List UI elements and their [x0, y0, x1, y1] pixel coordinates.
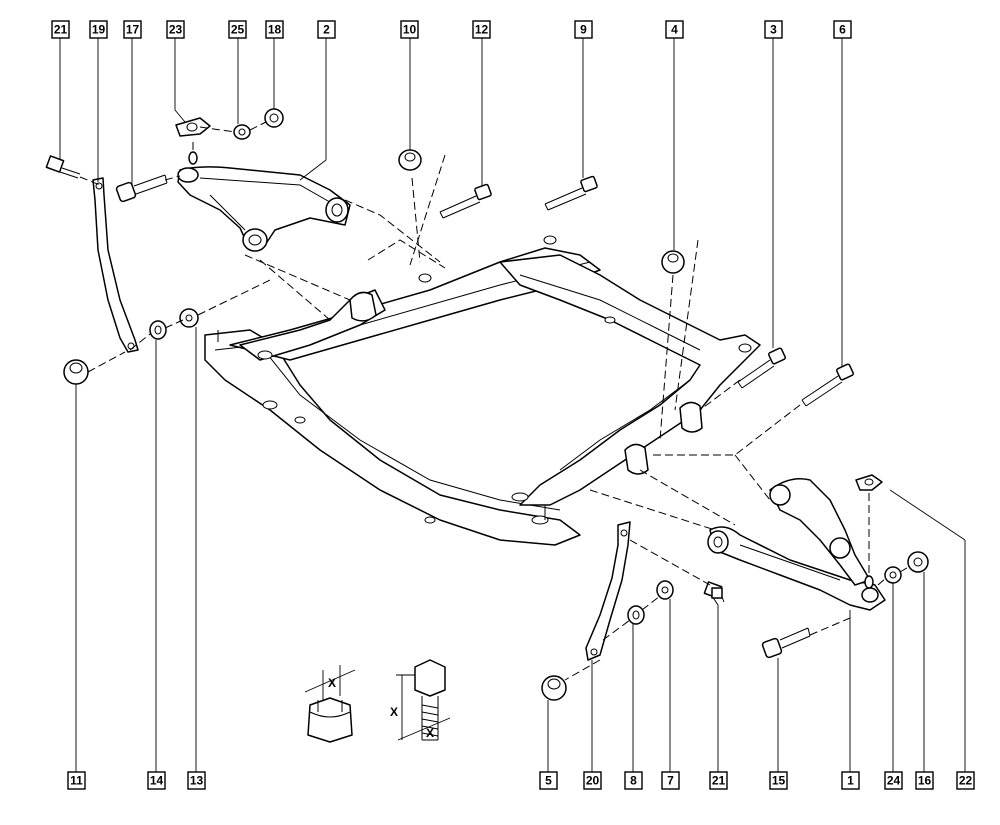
callout-15: 15	[769, 771, 788, 790]
callout-18: 18	[265, 20, 284, 39]
callout-6: 6	[833, 20, 852, 39]
svg-text:25: 25	[231, 23, 245, 37]
svg-text:14: 14	[150, 774, 164, 788]
callout-16: 16	[915, 771, 934, 790]
callout-13: 13	[187, 771, 206, 790]
bush-8	[627, 605, 645, 625]
svg-text:2: 2	[323, 23, 330, 37]
svg-text:8: 8	[630, 774, 637, 788]
svg-text:15: 15	[772, 774, 786, 788]
bolt-3	[737, 347, 786, 389]
washer-24	[884, 566, 902, 584]
callout-9: 9	[574, 20, 593, 39]
callout-11: 11	[67, 771, 86, 790]
bolt-12	[439, 183, 492, 219]
bolt-6	[801, 363, 854, 407]
svg-text:16: 16	[918, 774, 932, 788]
front-subframe	[204, 235, 761, 546]
right-lower-arm	[707, 478, 886, 611]
nut-18	[264, 108, 284, 128]
nut-4	[661, 250, 685, 274]
svg-text:6: 6	[839, 23, 846, 37]
fastener-22	[855, 474, 883, 491]
callout-1: 1	[841, 771, 860, 790]
callout-17: 17	[123, 20, 142, 39]
nut-10	[398, 149, 422, 171]
callout-12: 12	[472, 20, 491, 39]
svg-text:19: 19	[92, 23, 106, 37]
svg-text:4: 4	[671, 23, 678, 37]
dimension-label-bolt-diameter: X	[426, 726, 434, 740]
svg-text:3: 3	[770, 23, 777, 37]
leader-lines	[59, 38, 966, 772]
right-tie-bar	[585, 521, 631, 661]
callout-5: 5	[539, 771, 558, 790]
callout-4: 4	[665, 20, 684, 39]
nut-16	[907, 551, 929, 573]
dimension-label-nut: X	[328, 676, 336, 690]
svg-text:23: 23	[169, 23, 183, 37]
svg-text:22: 22	[959, 774, 973, 788]
callout-20: 20	[583, 771, 602, 790]
callout-21-top: 21	[51, 20, 70, 39]
callout-23: 23	[166, 20, 185, 39]
callout-10: 10	[400, 20, 419, 39]
washer-13	[179, 308, 199, 328]
bolt-15	[761, 627, 811, 659]
nut-11	[63, 359, 89, 385]
assembly-lines	[79, 121, 911, 681]
bolt-9	[544, 175, 598, 211]
svg-text:18: 18	[268, 23, 282, 37]
callout-7: 7	[661, 771, 680, 790]
bush-14	[149, 320, 167, 340]
washer-7	[656, 580, 674, 600]
svg-text:7: 7	[667, 774, 674, 788]
svg-text:21: 21	[712, 774, 726, 788]
dimension-label-bolt-length: X	[390, 705, 398, 719]
callout-22: 22	[956, 771, 975, 790]
callout-2: 2	[317, 20, 336, 39]
nut-5	[541, 675, 567, 701]
callout-3: 3	[764, 20, 783, 39]
callout-21-bottom: 21	[709, 771, 728, 790]
bolt-21-lower	[703, 581, 725, 606]
svg-text:5: 5	[545, 774, 552, 788]
torque-detail	[304, 659, 451, 743]
svg-text:9: 9	[580, 23, 587, 37]
svg-text:12: 12	[475, 23, 489, 37]
fastener-23	[175, 117, 211, 137]
bolt-17	[115, 174, 168, 203]
left-lower-arm	[177, 151, 351, 252]
svg-text:24: 24	[887, 774, 901, 788]
callout-14: 14	[147, 771, 166, 790]
callout-25: 25	[228, 20, 247, 39]
callout-8: 8	[624, 771, 643, 790]
svg-text:21: 21	[54, 23, 68, 37]
callout-19: 19	[89, 20, 108, 39]
bolt-21-upper	[45, 155, 81, 179]
svg-text:17: 17	[126, 23, 140, 37]
svg-text:20: 20	[586, 774, 600, 788]
washer-25	[233, 124, 251, 140]
svg-text:13: 13	[190, 774, 204, 788]
svg-text:11: 11	[70, 774, 83, 788]
left-tie-bar	[92, 177, 139, 353]
svg-text:10: 10	[403, 23, 417, 37]
callout-24: 24	[884, 771, 903, 790]
svg-text:1: 1	[847, 774, 854, 788]
